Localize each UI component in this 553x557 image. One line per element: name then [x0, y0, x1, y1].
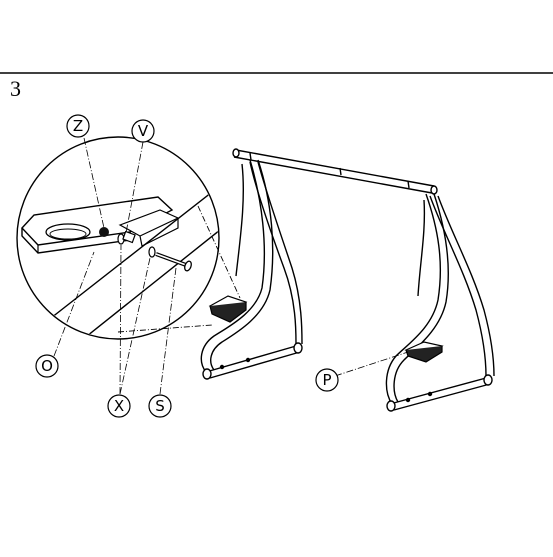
spacer-v	[122, 230, 136, 244]
nut-z	[99, 227, 109, 237]
cup-holder-p	[404, 341, 444, 363]
callout-x: X	[107, 394, 131, 418]
callout-s: S	[148, 394, 172, 418]
callout-v: V	[131, 119, 155, 143]
callout-leaders	[53, 137, 409, 395]
swing-frame	[200, 148, 495, 412]
callout-z-label: Z	[73, 117, 83, 135]
washer-x2	[148, 246, 156, 258]
callout-v-label: V	[138, 122, 149, 140]
callout-x-label: X	[114, 397, 124, 415]
callout-o: O	[35, 354, 59, 378]
callout-p: P	[315, 368, 339, 392]
cup-holder-tray	[21, 196, 180, 254]
step-number: 3	[10, 76, 21, 101]
detail-magnifier	[16, 136, 220, 340]
callout-s-label: S	[155, 397, 165, 415]
callout-p-label: P	[322, 371, 331, 389]
bolt-s	[155, 252, 192, 272]
callout-z: Z	[66, 114, 90, 138]
cup-holder-left	[208, 295, 248, 323]
callout-o-label: O	[41, 357, 53, 375]
